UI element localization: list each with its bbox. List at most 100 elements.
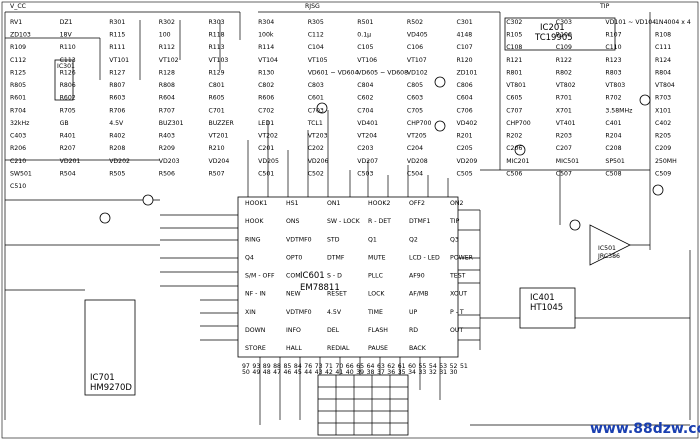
pin_labels-label: P - T	[450, 309, 464, 316]
component_labels-label: R807	[109, 82, 125, 89]
component_labels-label: R402	[109, 133, 125, 140]
component_labels-label: C203	[357, 145, 373, 152]
pin_labels-label: ON2	[450, 200, 463, 207]
transistor-symbols	[99, 76, 664, 231]
component_labels-label: VT102	[159, 57, 179, 64]
component_labels-label: C105	[357, 44, 373, 51]
component_labels-label: C701	[209, 107, 225, 114]
ic401-ref: IC401	[530, 293, 555, 303]
pin_numbers-label: 60	[408, 363, 416, 370]
pin_labels-label: S/M - OFF	[245, 273, 275, 280]
component_labels-label: R804	[655, 70, 671, 77]
component_labels-label: VT106	[357, 57, 377, 64]
component_labels-label: C209	[655, 145, 671, 152]
component_labels-label: VT107	[407, 57, 427, 64]
component_labels-label: BUZZER	[209, 120, 235, 127]
component_labels-label: VD101 ~ VD104	[605, 19, 656, 26]
pin_labels-label: HS1	[286, 200, 299, 207]
pin_numbers-label: 97	[242, 363, 250, 370]
ic401-box	[519, 287, 576, 329]
pin_labels-label: AF/MB	[409, 291, 428, 298]
component_labels-label: C505	[457, 170, 473, 177]
component_labels-label: C109	[556, 44, 572, 51]
component_labels-label: VD203	[159, 158, 180, 165]
ic601-top-pins	[247, 110, 449, 197]
component_labels-label: R203	[556, 133, 572, 140]
component_labels-label: ZD101	[457, 70, 478, 77]
component_labels-label: C703	[308, 107, 324, 114]
pin_numbers-label: 73	[315, 363, 323, 370]
pin_numbers-label: 89	[263, 363, 271, 370]
pin_labels-label: HOOK	[245, 218, 264, 225]
pin_labels-label: SW - LOCK	[327, 218, 361, 225]
component_labels-label: VT103	[209, 57, 229, 64]
component_labels-label: R703	[655, 95, 671, 102]
component_labels-label: VD402	[457, 120, 478, 127]
pin_numbers-label: 84	[294, 363, 302, 370]
component_labels-label: R303	[209, 19, 225, 26]
component_labels-label: C503	[357, 170, 373, 177]
component_labels-label: C202	[308, 145, 324, 152]
pin_labels-label: BACK	[409, 345, 427, 352]
component_labels-label: 4.5V	[109, 120, 124, 127]
ic601-ref: IC601	[300, 271, 325, 281]
pin_numbers-label: 76	[304, 363, 312, 370]
component_labels-label: 100k	[258, 32, 274, 39]
component_labels-label: 3.58MHz	[605, 107, 632, 114]
pin_labels-label: XIN	[245, 309, 256, 316]
pin_numbers-label: 61	[398, 363, 406, 370]
component_labels-label: R305	[308, 19, 324, 26]
pin_numbers-label: 64	[367, 363, 375, 370]
component_labels-label: VT104	[258, 57, 278, 64]
component_labels-label: R118	[209, 32, 225, 39]
pin_labels-label: XOUT	[450, 291, 467, 298]
pin_numbers-label: 65	[356, 363, 364, 370]
pin_numbers-label: 71	[325, 363, 333, 370]
pin_labels-label: PLLC	[368, 273, 383, 280]
component_labels-label: C501	[258, 170, 274, 177]
component_labels-label: VD102	[407, 70, 428, 77]
pin_numbers-label: 62	[387, 363, 395, 370]
component_labels-label: C602	[357, 95, 373, 102]
component_labels-label: R209	[159, 145, 175, 152]
component_labels-label: R706	[109, 107, 125, 114]
pin_labels-label: OFF2	[409, 200, 425, 207]
component_labels-label: C110	[605, 44, 621, 51]
component_labels-label: R113	[209, 44, 225, 51]
component_labels-label: 4148	[457, 32, 473, 39]
component_labels-label: 32kHz	[10, 120, 29, 127]
component_labels-label: C401	[605, 120, 621, 127]
component_labels-label: C205	[457, 145, 473, 152]
component_labels-label: C210	[10, 158, 26, 165]
pin_numbers-label: 44	[304, 369, 312, 376]
component_labels-label: TCL1	[307, 120, 323, 127]
component_labels-label: C204	[407, 145, 423, 152]
pin_labels-label: TIME	[367, 309, 383, 316]
component_labels-label: R506	[159, 170, 175, 177]
component_labels-label: 18V	[60, 32, 73, 39]
component_labels-label: ZD103	[10, 32, 31, 39]
component_labels-label: VT803	[605, 82, 625, 89]
pin_labels-label: ON1	[327, 200, 340, 207]
component_labels-label: X701	[556, 107, 572, 114]
component_labels-label: R401	[60, 133, 76, 140]
component_labels-label: VD401	[357, 120, 378, 127]
keypad-matrix	[317, 374, 409, 436]
component_labels-label: C303	[556, 19, 572, 26]
pin_numbers-label: 88	[273, 363, 281, 370]
component_labels-label: C403	[10, 133, 26, 140]
pin_numbers-label: 55	[419, 363, 427, 370]
component_labels-label: R126	[60, 70, 76, 77]
pin_numbers-label: 51	[460, 363, 468, 370]
component_labels-label: R304	[258, 19, 274, 26]
component_labels-label: R202	[506, 133, 522, 140]
component_labels-label: C508	[605, 170, 621, 177]
component_labels-label: VD605 ~ VD608	[357, 70, 408, 77]
component_labels-label: R204	[605, 133, 621, 140]
pin_labels-label: VDTMF0	[286, 236, 312, 243]
component_labels-label: R707	[159, 107, 175, 114]
component_labels-label: R114	[258, 44, 274, 51]
pin_labels-label: HOOK1	[245, 200, 267, 207]
pin_labels-label: POWER	[450, 254, 474, 261]
